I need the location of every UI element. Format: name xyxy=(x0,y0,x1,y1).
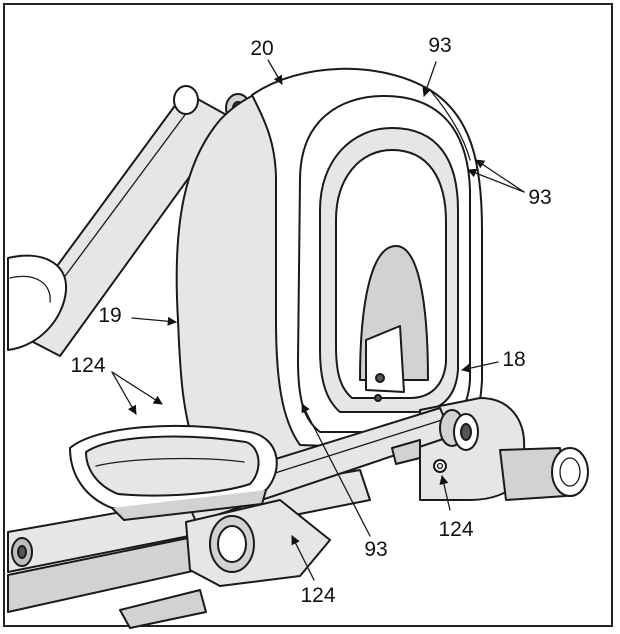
callout-124-right: 124 xyxy=(438,518,473,541)
left-pedal xyxy=(7,254,68,351)
rear-stabilizer xyxy=(419,397,589,501)
front-shroud xyxy=(251,67,483,451)
pivot-hub xyxy=(185,499,331,587)
callout-93-top: 93 xyxy=(428,34,451,57)
right-pedal xyxy=(69,424,278,521)
callout-18: 18 xyxy=(502,348,525,371)
callout-19: 19 xyxy=(98,304,121,327)
leader-lines xyxy=(111,59,525,581)
callout-93-right: 93 xyxy=(528,186,551,209)
callout-124-left: 124 xyxy=(70,354,105,377)
callout-124-bottom: 124 xyxy=(300,584,335,607)
callout-20: 20 xyxy=(250,37,273,60)
diagram-border xyxy=(3,3,613,627)
callout-93-bottom: 93 xyxy=(364,538,387,561)
